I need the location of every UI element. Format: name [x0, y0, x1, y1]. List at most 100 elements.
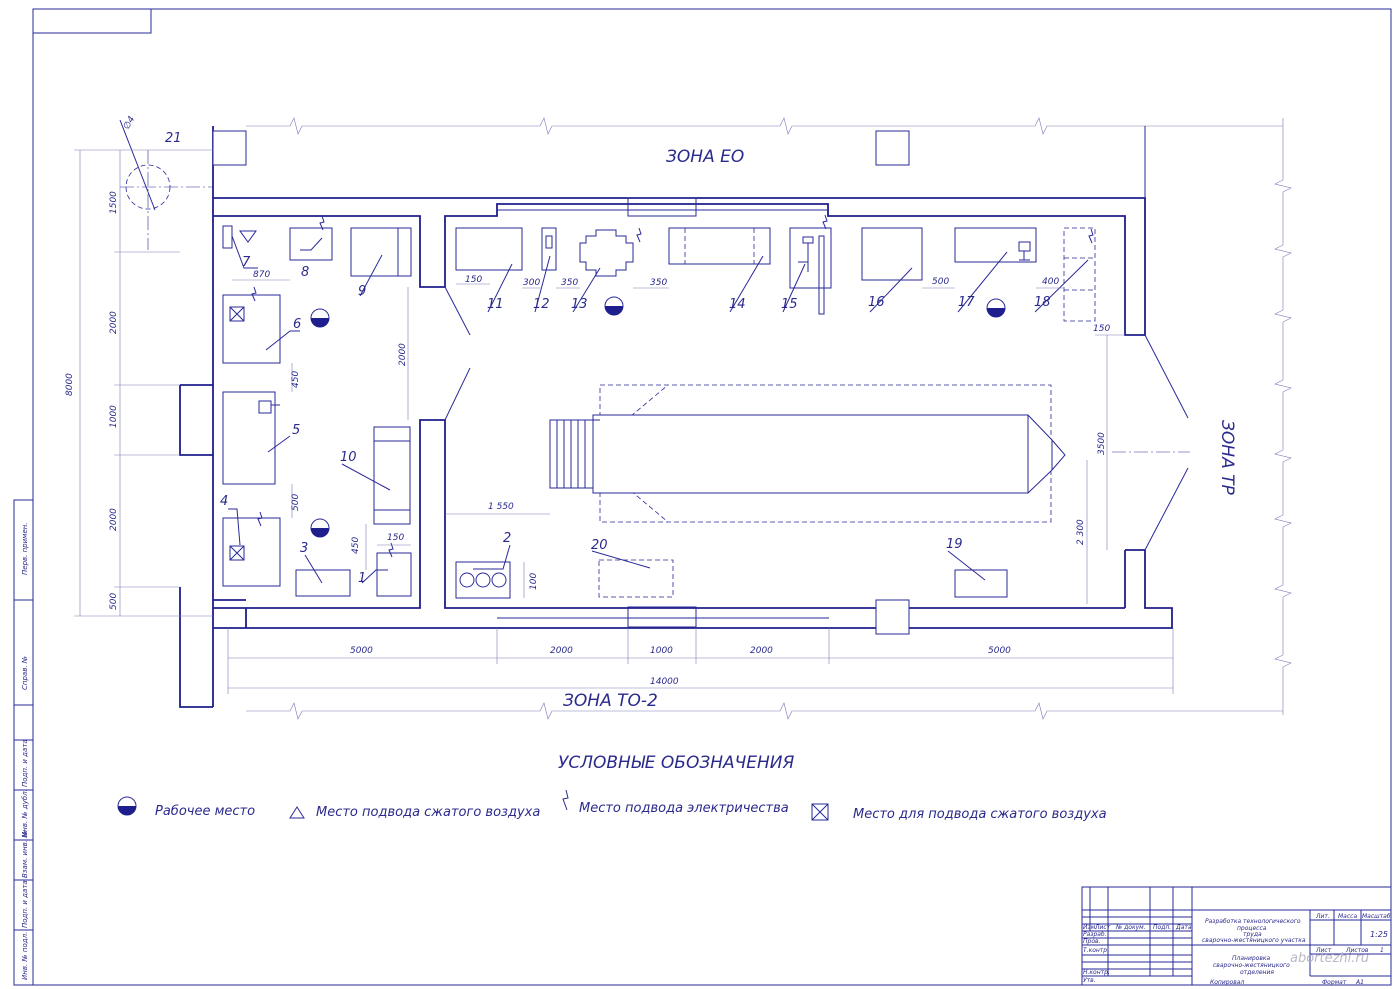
doc-title-line-2: процесса: [1237, 925, 1267, 932]
row-label-norm-control: Н.контр.: [1083, 969, 1110, 976]
dim-8000: 8000: [65, 373, 75, 396]
label-5: 5: [292, 423, 300, 438]
dim-5000: 5000: [350, 646, 373, 656]
col-header-sheet: Лист: [1094, 924, 1111, 931]
zone-boundaries: [246, 117, 1292, 720]
leaders: [228, 235, 1089, 584]
zone-labels: ЗОНА ЕО ЗОНА ТО-2 ЗОНА ТР: [563, 147, 1237, 711]
label-2: 2: [503, 531, 511, 546]
lightning-icon: [822, 214, 828, 230]
scale-label: Масштаб: [1362, 913, 1391, 920]
label-9: 9: [358, 284, 366, 299]
legend: УСЛОВНЫЕ ОБОЗНАЧЕНИЯ Рабочее место Место…: [117, 753, 1107, 822]
sheets-label: Листов: [1345, 947, 1369, 954]
label-1: 1: [358, 571, 366, 586]
stamp-sign-date-1: Подп. и дата: [21, 739, 29, 787]
equipment-13-body: [579, 229, 634, 277]
label-16: 16: [868, 295, 885, 310]
label-10: 10: [340, 450, 357, 465]
equipment-17-body: [954, 227, 1037, 263]
dim-1000: 1000: [109, 405, 119, 428]
sheet-title-line-3: отделения: [1240, 969, 1274, 976]
col-header-doc: № докум.: [1115, 924, 1146, 931]
dim-350: 350: [650, 278, 667, 288]
label-20: 20: [591, 538, 608, 553]
doc-title-line-4: сварочно-жестяницкого участка: [1202, 937, 1306, 944]
triangle-icon: [289, 806, 305, 819]
col-header-date: Дата: [1175, 924, 1192, 931]
dim-2000: 2000: [109, 311, 119, 334]
dim-450: 450: [291, 371, 301, 388]
side-stamp: Перв. примен. Справ. № Подп. и дата Инв.…: [21, 522, 29, 980]
label-17: 17: [958, 295, 975, 310]
walls: [179, 126, 1173, 708]
workplace-markers: [310, 296, 1006, 538]
stamp-dup-inv: Инв. № дубл.: [21, 789, 29, 837]
legend-label-air-place: Место для подвода сжатого воздуха: [853, 807, 1107, 822]
dim-2000: 2000: [750, 646, 773, 656]
format-label: Формат: [1322, 979, 1347, 986]
label-15: 15: [781, 297, 798, 312]
title-block: [1081, 886, 1392, 986]
equipment-left-room: [222, 225, 412, 597]
equipment-20-body: [598, 559, 674, 598]
col-header-sign: Подп.: [1153, 924, 1171, 931]
lightning-icon: [1088, 228, 1094, 244]
dimension-lines: [74, 149, 1174, 694]
label-19: 19: [946, 537, 963, 552]
equipment-number-labels: 1 2 3 4 5 6 7 8 9 10 11 12 13 14 15 16 1…: [165, 131, 1051, 586]
legend-label-air-supply: Место подвода сжатого воздуха: [316, 805, 540, 820]
dim-1500: 1500: [109, 191, 119, 214]
label-4: 4: [220, 494, 228, 509]
dim-500: 500: [291, 494, 301, 511]
equipment-12-body: [541, 227, 557, 271]
equipment-14-body: [668, 227, 771, 265]
mass-label: Масса: [1338, 913, 1357, 920]
sheet-label: Лист: [1315, 947, 1332, 954]
label-14: 14: [729, 297, 746, 312]
stamp-orig-inv: Инв. № подл.: [21, 932, 29, 980]
equipment-9-body: [350, 227, 412, 277]
dim-1000: 1000: [650, 646, 673, 656]
doc-title-line-3: труда: [1243, 931, 1262, 938]
copied-label: Копировал: [1210, 979, 1244, 986]
zone-eo-label: ЗОНА ЕО: [666, 147, 744, 167]
dim-2000: 2000: [109, 508, 119, 531]
dim-2000: 2000: [550, 646, 573, 656]
dim-1550: 1 550: [488, 502, 514, 512]
sheet-title-line-2: сварочно-жестяницкого: [1213, 962, 1290, 969]
dim-150: 150: [465, 275, 482, 285]
workplace-icon: [604, 296, 624, 316]
electricity-markers: [251, 214, 1094, 558]
sheet-title-line-1: Планировка: [1232, 955, 1270, 962]
zone-to2-label: ЗОНА ТО-2: [563, 691, 658, 711]
dim-2000: 2000: [398, 343, 408, 366]
vehicle-on-post: [549, 384, 1066, 523]
scale-value: 1:25: [1370, 930, 1388, 939]
workplace-icon: [117, 796, 137, 816]
equipment-15-body: [789, 227, 832, 289]
stamp-first-use: Перв. примен.: [21, 522, 29, 575]
dim-100: 100: [529, 573, 539, 590]
label-12: 12: [533, 297, 550, 312]
dim-3500: 3500: [1097, 432, 1107, 455]
col-header-change: Изм.: [1083, 924, 1097, 931]
label-13: 13: [571, 297, 588, 312]
lightning-icon: [319, 215, 325, 231]
dim-300: 300: [523, 278, 540, 288]
workplace-icon: [986, 298, 1006, 318]
equipment-11-body: [455, 227, 523, 271]
equipment-10-body: [373, 426, 411, 525]
equipment-7-body: [222, 225, 233, 249]
lightning-icon: [251, 286, 257, 302]
equipment-4-body: [222, 517, 281, 587]
equipment-1-body: [376, 552, 412, 597]
legend-label-workplace: Рабочее место: [155, 804, 255, 819]
dim-5000: 5000: [988, 646, 1011, 656]
workplace-icon: [310, 308, 330, 328]
lightning-icon: [388, 542, 394, 558]
stamp-sign-date-2: Подп. и дата: [21, 880, 29, 928]
dim-500: 500: [932, 277, 949, 287]
equipment-5-body: [222, 391, 276, 485]
equipment-2-body: [455, 561, 511, 599]
